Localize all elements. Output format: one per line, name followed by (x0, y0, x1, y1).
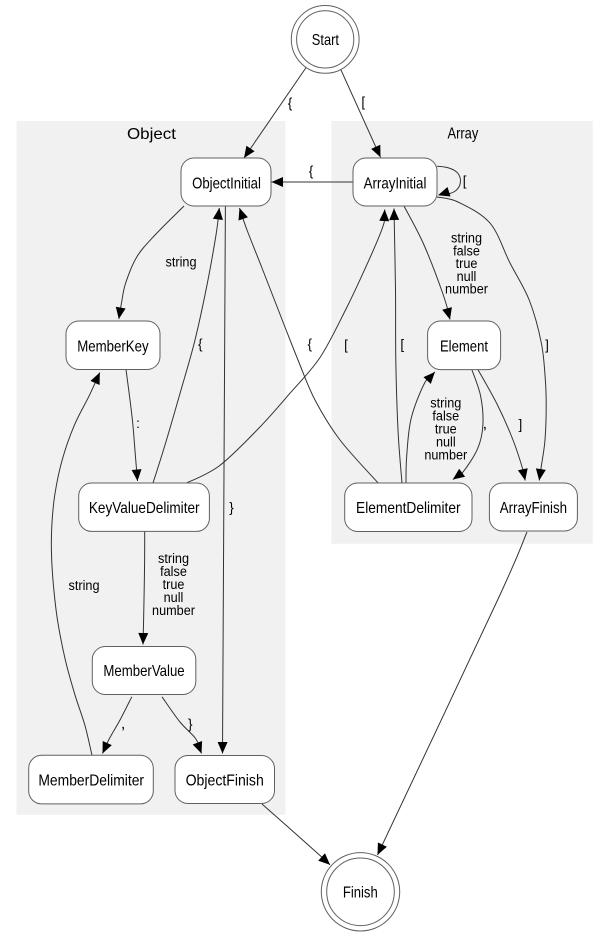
svg-text:KeyValueDelimiter: KeyValueDelimiter (89, 500, 200, 517)
svg-text::: : (136, 416, 140, 431)
svg-text:string: string (166, 255, 197, 270)
svg-text:{: { (198, 337, 203, 352)
svg-text:string: string (451, 231, 482, 246)
svg-text:{: { (288, 96, 293, 111)
svg-text:string: string (430, 396, 461, 411)
svg-text:}: } (229, 500, 234, 515)
svg-text:,: , (483, 416, 487, 433)
svg-text:[: [ (361, 95, 365, 110)
svg-text:Array: Array (448, 126, 479, 143)
svg-text:]: ] (519, 417, 523, 432)
svg-text:ObjectFinish: ObjectFinish (186, 772, 264, 789)
svg-text:string: string (158, 551, 189, 566)
svg-text:true: true (456, 256, 478, 271)
svg-text:MemberValue: MemberValue (103, 663, 184, 680)
svg-text:ElementDelimiter: ElementDelimiter (356, 500, 461, 517)
svg-text:]: ] (545, 337, 549, 352)
svg-text:string: string (69, 578, 100, 593)
svg-text:{: { (309, 164, 314, 179)
svg-text:null: null (164, 590, 184, 605)
svg-text:false: false (160, 564, 187, 579)
svg-text:,: , (121, 716, 125, 733)
svg-text:null: null (457, 269, 477, 284)
svg-text:ArrayInitial: ArrayInitial (364, 176, 427, 193)
svg-text:ObjectInitial: ObjectInitial (192, 176, 261, 193)
svg-text:number: number (152, 603, 195, 618)
svg-text:false: false (453, 243, 480, 258)
svg-text:Element: Element (440, 338, 489, 355)
svg-text:number: number (424, 448, 467, 463)
svg-text:[: [ (400, 337, 404, 352)
svg-text:[: [ (344, 338, 348, 353)
svg-text:[: [ (463, 174, 467, 189)
svg-text:Object: Object (127, 126, 177, 143)
svg-text:true: true (163, 577, 185, 592)
svg-text:false: false (432, 409, 459, 424)
svg-text:MemberDelimiter: MemberDelimiter (38, 772, 144, 789)
svg-text:null: null (436, 435, 456, 450)
svg-text:Start: Start (312, 32, 340, 49)
svg-text:ArrayFinish: ArrayFinish (500, 500, 567, 517)
svg-text:Finish: Finish (343, 885, 378, 902)
svg-text:{: { (308, 337, 313, 352)
svg-text:}: } (188, 716, 193, 731)
svg-text:number: number (445, 282, 488, 297)
svg-text:MemberKey: MemberKey (77, 338, 148, 355)
svg-text:true: true (435, 422, 457, 437)
